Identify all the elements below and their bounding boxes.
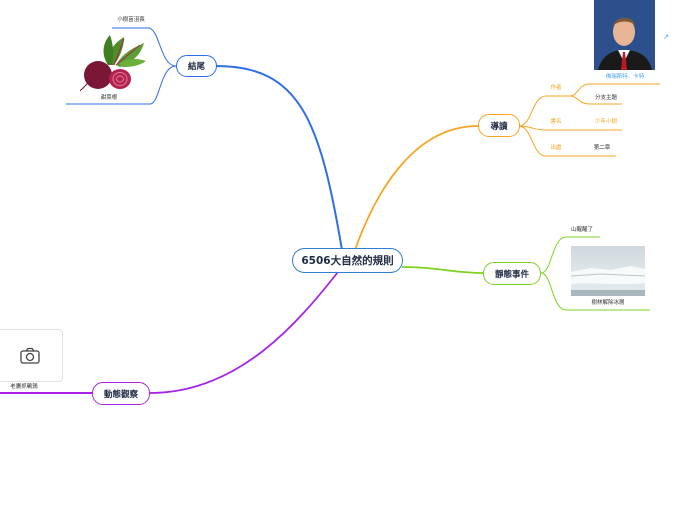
ice-landscape-icon [571, 246, 645, 296]
intro-author-value: 佛瑞斯特．卡特 [605, 74, 645, 80]
author-portrait-image[interactable] [594, 0, 655, 70]
static-sub2-caption: 樹林解除冰層 [591, 300, 625, 306]
static-sub1-label[interactable]: 山醒醒了 [570, 227, 593, 233]
central-topic-label: 6506大自然的規則 [301, 255, 394, 267]
intro-author-key[interactable]: 作者 [550, 85, 562, 91]
ending-sub2-caption: 甜菜根 [100, 95, 118, 101]
branch-intro[interactable]: 導讀 [478, 114, 520, 137]
external-link-icon[interactable]: ↗ [663, 33, 669, 41]
central-topic[interactable]: 6506大自然的規則 [292, 248, 403, 273]
beetroot-image[interactable] [80, 35, 146, 91]
ending-sub1-label[interactable]: 小樹苗沮喪 [117, 17, 145, 23]
branch-intro-label: 導讀 [490, 121, 508, 132]
branch-ending-label: 結尾 [187, 62, 205, 72]
branch-dynamic-observation[interactable]: 動態觀察 [92, 382, 150, 405]
branch-dynamic-label: 動態觀察 [103, 389, 138, 400]
beetroot-icon [80, 35, 146, 91]
intro-theme-label[interactable]: 分支主題 [594, 95, 617, 101]
branch-static-label: 靜態事件 [494, 269, 529, 280]
intro-source-value: 第二章 [593, 145, 611, 151]
branch-static-events[interactable]: 靜態事件 [483, 262, 541, 285]
camera-icon [19, 347, 40, 364]
intro-book-key[interactable]: 書名 [550, 119, 562, 125]
image-placeholder-card[interactable] [0, 329, 63, 382]
dynamic-sub1-caption: 老鷹抓鵪鶉 [10, 384, 38, 390]
branch-ending[interactable]: 結尾 [176, 55, 217, 77]
intro-source-key[interactable]: 出處 [550, 145, 562, 151]
author-portrait-icon [594, 0, 655, 70]
intro-book-value: 少年小樹 [594, 119, 617, 125]
ice-landscape-image[interactable] [571, 246, 645, 296]
